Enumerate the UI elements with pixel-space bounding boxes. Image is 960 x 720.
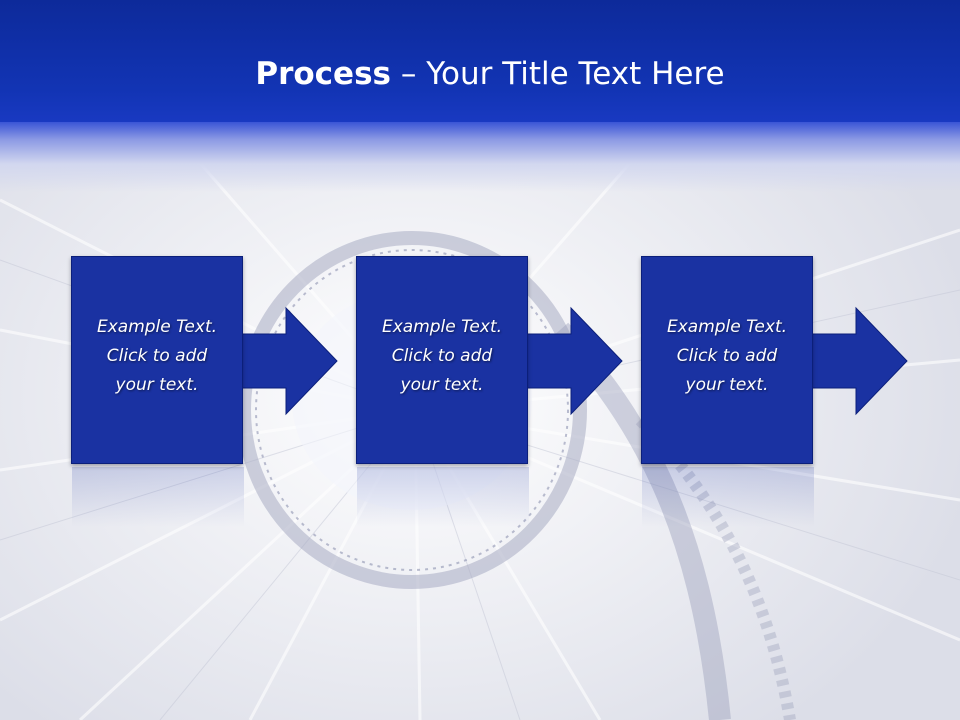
step-2-line-1: Example Text. — [381, 317, 503, 337]
step-1-reflection — [72, 467, 244, 527]
step-1-line-1: Example Text. — [96, 317, 218, 337]
step-2-line-2: Click to add — [391, 346, 493, 366]
step-3-text: Example Text. Click to add your text. — [642, 313, 812, 400]
step-3-box[interactable]: Example Text. Click to add your text. — [641, 256, 813, 464]
title-bar — [0, 0, 960, 128]
step-2-box[interactable]: Example Text. Click to add your text. — [356, 256, 528, 464]
step-3-line-1: Example Text. — [666, 317, 788, 337]
slide-title-bold: Process — [255, 56, 391, 92]
step-1-arrow-icon — [240, 306, 338, 416]
step-3-reflection — [642, 467, 814, 527]
step-1-box[interactable]: Example Text. Click to add your text. — [71, 256, 243, 464]
step-2-text: Example Text. Click to add your text. — [357, 313, 527, 400]
step-2-line-3: your text. — [400, 375, 484, 395]
step-2-reflection — [357, 467, 529, 527]
slide-title[interactable]: Process – Your Title Text Here — [0, 52, 960, 96]
slide-title-rest: – Your Title Text Here — [391, 56, 725, 92]
step-3-line-3: your text. — [685, 375, 769, 395]
step-1-text: Example Text. Click to add your text. — [72, 313, 242, 400]
title-bar-fade — [0, 122, 960, 192]
step-1-line-2: Click to add — [106, 346, 208, 366]
step-3-line-2: Click to add — [676, 346, 778, 366]
step-3-arrow-icon — [810, 306, 908, 416]
step-2-arrow-icon — [525, 306, 623, 416]
step-1-line-3: your text. — [115, 375, 199, 395]
